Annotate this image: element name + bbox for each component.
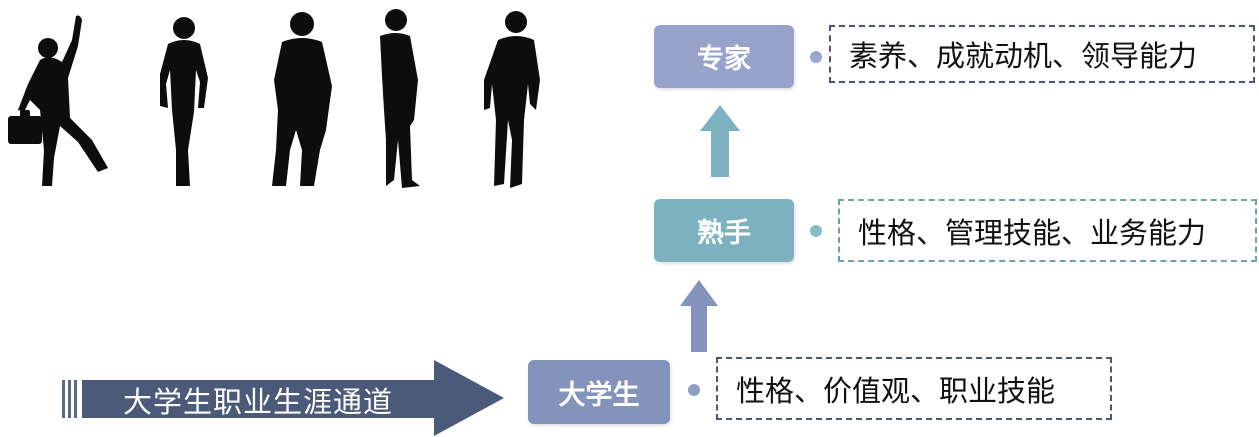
banner-label: 大学生职业生涯通道 [122,385,393,419]
trait-box-student: 性格、价值观、职业技能 [716,357,1112,420]
trait-box-skilled: 性格、管理技能、业务能力 [838,199,1257,262]
trait-text: 素养、成就动机、领导能力 [849,39,1198,73]
trait-box-expert: 素养、成就动机、领导能力 [829,25,1255,83]
bullet-dot [810,51,822,63]
stage-box-expert: 专家 [654,25,794,88]
bullet-dot [688,384,700,396]
arrow-right-icon [82,360,504,436]
arrow-up-icon [680,280,718,352]
arrow-up-icon [700,105,740,177]
trait-text: 性格、价值观、职业技能 [736,373,1056,408]
stage-box-skilled: 熟手 [654,199,794,262]
stage-box-student: 大学生 [528,360,670,424]
bullet-dot [810,225,822,237]
career-path-banner [62,360,504,436]
trait-text: 性格、管理技能、业务能力 [858,215,1207,250]
